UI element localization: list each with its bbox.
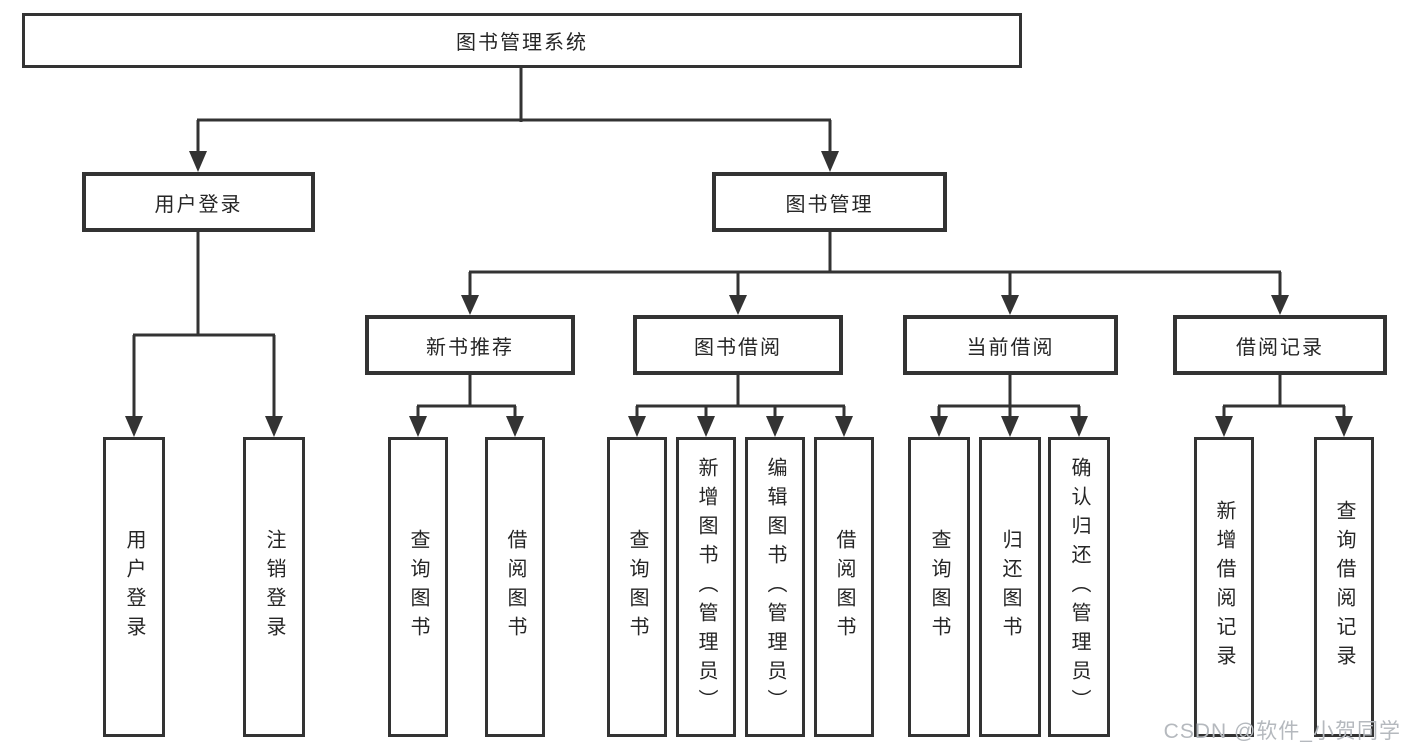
leaf-query-books: 查询图书 [908,437,970,737]
node-label: 当前借阅 [966,336,1055,359]
node-label: 借阅记录 [1236,336,1324,359]
node-label: 图书借阅 [694,336,782,359]
leaf-add-borrow-record: 新增借阅记录 [1194,437,1254,737]
leaf-label: 借阅图书 [504,529,526,645]
leaf-logout: 注销登录 [243,437,305,737]
leaf-return-books: 归还图书 [979,437,1041,737]
leaf-query-books: 查询图书 [607,437,667,737]
leaf-label: 查询图书 [928,529,950,645]
node-borrow-records: 借阅记录 [1173,315,1387,375]
leaf-label: 新增借阅记录 [1213,500,1235,674]
node-label: 用户登录 [154,193,243,216]
leaf-label: 注销登录 [263,529,285,645]
leaf-query-books: 查询图书 [388,437,448,737]
leaf-label: 查询图书 [407,529,429,645]
node-book-management: 图书管理 [712,172,947,232]
leaf-borrow-books: 借阅图书 [485,437,545,737]
leaf-label: 借阅图书 [833,529,855,645]
node-library-management-system: 图书管理系统 [22,13,1022,68]
leaf-query-borrow-record: 查询借阅记录 [1314,437,1374,737]
node-label: 图书管理 [785,193,874,216]
leaf-edit-books-admin: 编辑图书（管理员） [745,437,805,737]
node-label: 图书管理系统 [456,32,588,54]
node-new-book-recommendation: 新书推荐 [365,315,575,375]
leaf-confirm-return-admin: 确认归还（管理员） [1048,437,1110,737]
node-current-borrowing: 当前借阅 [903,315,1118,375]
leaf-label: 查询图书 [626,529,648,645]
leaf-label: 查询借阅记录 [1333,500,1355,674]
leaf-label: 归还图书 [999,529,1021,645]
node-user-login: 用户登录 [82,172,315,232]
node-label: 新书推荐 [426,336,514,359]
node-book-borrowing: 图书借阅 [633,315,843,375]
leaf-borrow-books: 借阅图书 [814,437,874,737]
leaf-label: 新增图书（管理员） [695,456,717,718]
leaf-label: 用户登录 [123,529,145,645]
leaf-add-books-admin: 新增图书（管理员） [676,437,736,737]
leaf-user-login: 用户登录 [103,437,165,737]
leaf-label: 确认归还（管理员） [1068,456,1090,718]
leaf-label: 编辑图书（管理员） [764,456,786,718]
